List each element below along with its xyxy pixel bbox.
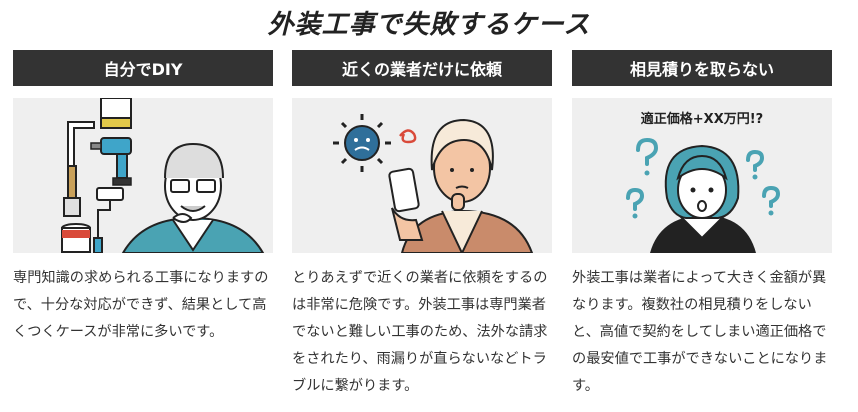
ruler-icon	[67, 121, 95, 169]
card-text: 専門知識の求められる工事になりますので、十分な対応ができず、結果として高くつくケ…	[13, 270, 269, 340]
drill-icon	[90, 137, 132, 186]
no-comparison-illustration: 適正価格+XX万円!?	[572, 98, 832, 253]
page-title: 外装工事で失敗するケース	[267, 10, 591, 40]
glove-icon	[100, 98, 132, 129]
question-mark-icon	[626, 137, 781, 211]
roller-icon	[93, 187, 124, 253]
worry-icon	[399, 129, 417, 144]
card-heading: 近くの業者だけに依頼	[292, 50, 552, 86]
paint-can-icon	[61, 223, 91, 253]
card-text: 外装工事は業者によって大きく金額が異なります。複数社の相見積りをしないと、高値で…	[572, 270, 828, 394]
price-caption: 適正価格+XX万円!?	[640, 112, 764, 127]
smartphone-icon	[388, 167, 424, 241]
brush-icon	[63, 165, 81, 217]
card-no-comparison: 相見積りを取らない 適正価格+XX万円!?	[572, 50, 832, 400]
card-heading: 自分でDIY	[13, 50, 273, 86]
card-text: とりあえずで近くの業者に依頼をするのは非常に危険です。外装工事は専門業者でないと…	[292, 270, 548, 394]
diy-illustration	[13, 98, 273, 253]
confused-woman-avatar	[650, 144, 756, 253]
card-local-contractor: 近くの業者だけに依頼	[292, 50, 552, 400]
card-diy: 自分でDIY	[13, 50, 273, 346]
local-contractor-illustration	[292, 98, 552, 253]
card-heading: 相見積りを取らない	[572, 50, 832, 86]
woman-avatar	[400, 118, 534, 253]
man-avatar	[121, 142, 265, 253]
virus-icon	[333, 114, 391, 172]
